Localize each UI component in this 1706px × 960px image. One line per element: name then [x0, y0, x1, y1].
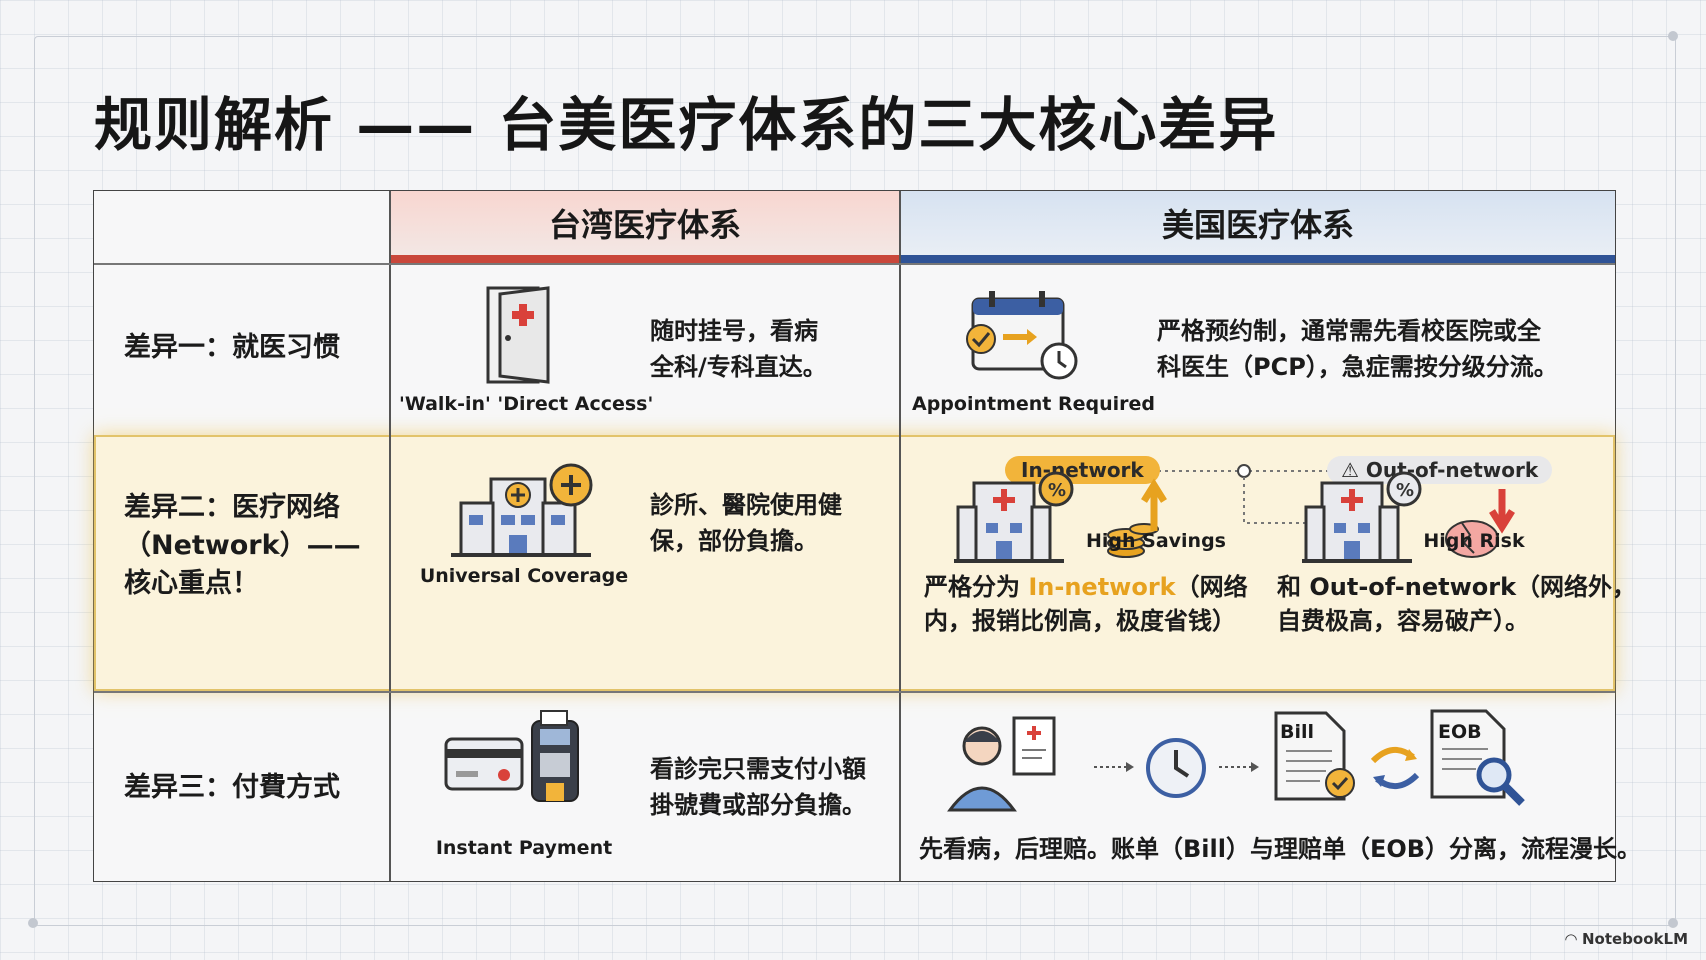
in-network-hospital-icon: % [954, 471, 1167, 563]
row-divider [94, 691, 1615, 693]
out-of-network-text-line2: 自费极高，容易破产）。 [1277, 607, 1529, 635]
walk-in-caption: 'Walk-in' 'Direct Access' [399, 393, 654, 415]
in-network-text-line2: 内，报销比例高，极度省钱） [924, 607, 1236, 635]
dashed-arrow-icon [1094, 762, 1134, 772]
in-network-text-line1: 严格分为 In-network（网络 [924, 569, 1248, 605]
background-frame [34, 36, 1676, 926]
clock-icon [1146, 738, 1206, 798]
column-divider [899, 191, 901, 881]
universal-coverage-caption: Universal Coverage [419, 565, 629, 587]
in-network-text-pre: 严格分为 [924, 573, 1029, 601]
taiwan-habit-line1: 随时挂号，看病 [650, 317, 818, 345]
taiwan-network-line1: 診所、醫院使用健 [650, 491, 842, 519]
taiwan-payment-line1: 看診完只需支付小額 [650, 755, 866, 783]
decor-dot [1668, 918, 1678, 928]
usa-payment-text: 先看病，后理赔。账单（Bill）与理赔单（EOB）分离，流程漫长。 [919, 835, 1642, 863]
svg-text:%: % [1048, 480, 1066, 501]
in-network-pill: In-network [1005, 456, 1160, 484]
row-label-habit: 差异一：就医习惯 [124, 332, 340, 363]
eob-label: EOB [1438, 721, 1482, 743]
column-divider [389, 191, 391, 881]
header-taiwan: 台湾医疗体系 [391, 191, 899, 263]
network-connector [1144, 464, 1344, 524]
appointment-caption: Appointment Required [912, 393, 1156, 415]
high-risk-caption: High Risk [1423, 530, 1525, 552]
dashed-arrow-icon [1219, 762, 1259, 772]
row-divider [94, 263, 1615, 265]
in-network-text-post: （网络 [1175, 573, 1248, 601]
taiwan-habit-line2: 全科/专科直达。 [650, 353, 827, 381]
page-title: 规则解析 —— 台美医疗体系的三大核心差异 [94, 91, 1279, 159]
out-of-network-pill: ⚠ Out-of-network [1327, 456, 1553, 484]
svg-text:%: % [1396, 480, 1414, 501]
bill-document-icon [1274, 711, 1355, 801]
open-door-icon [486, 286, 550, 384]
usa-habit-line2: 科医生（PCP），急症需按分级分流。 [1157, 353, 1558, 381]
patient-doctor-icon [947, 716, 1056, 812]
eob-document-icon [1430, 709, 1525, 806]
taiwan-payment-line2: 掛號費或部分負擔。 [650, 791, 866, 819]
out-of-network-hospital-icon: % [1302, 471, 1515, 563]
calendar-clock-icon [966, 291, 1078, 380]
out-of-network-text-line1: 和 Out-of-network（网络外， [1277, 573, 1637, 601]
hospital-icon [451, 463, 593, 557]
taiwan-network-line2: 保，部份負擔。 [650, 527, 818, 555]
decor-dot [28, 918, 38, 928]
row-label-network-line1: 差异二：医疗网络 [124, 492, 340, 523]
brand-text: NotebookLM [1581, 930, 1688, 948]
row-label-payment: 差异三：付費方式 [124, 772, 340, 803]
card-terminal-icon [444, 710, 579, 802]
usa-habit-line1: 严格预约制，通常需先看校医院或全 [1157, 317, 1541, 345]
row-label-network-line3: 核心重点！ [124, 568, 259, 599]
header-usa: 美国医疗体系 [901, 191, 1615, 263]
notebooklm-logo-icon: ◠ [1565, 930, 1582, 948]
comparison-table: 台湾医疗体系 美国医疗体系 差异一：就医习惯 'Walk-in' 'Direct… [93, 190, 1641, 882]
brand-label: ◠ NotebookLM [1565, 930, 1688, 948]
high-savings-caption: High Savings [1086, 530, 1226, 552]
instant-payment-caption: Instant Payment [435, 837, 613, 859]
in-network-text-accent: In-network [1028, 573, 1176, 601]
decor-dot [1668, 31, 1678, 41]
row-label-network-line2: （Network）—— [124, 530, 361, 561]
exchange-arrows-icon [1370, 747, 1420, 789]
bill-label: Bill [1280, 721, 1315, 743]
warning-icon: ⚠ [1341, 458, 1366, 482]
